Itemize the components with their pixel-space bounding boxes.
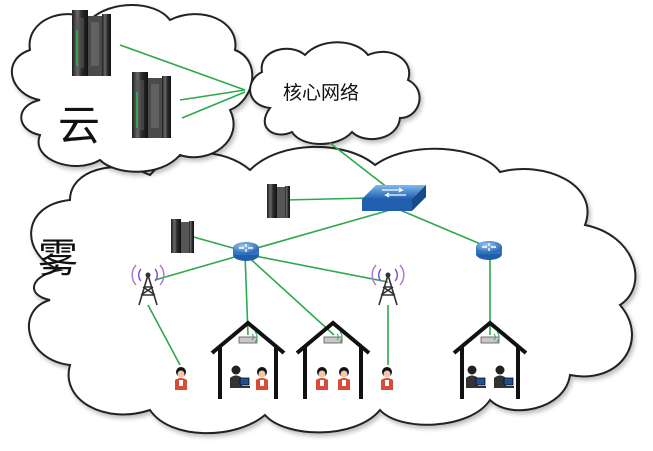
router-icon bbox=[232, 241, 260, 262]
server-icon bbox=[171, 219, 194, 253]
cloud-label: 云 bbox=[58, 101, 101, 150]
core-network-label: 核心网络 bbox=[283, 82, 360, 104]
network-links bbox=[119, 44, 491, 366]
fog-label: 雾 bbox=[38, 236, 78, 282]
switch-icon bbox=[362, 185, 426, 211]
core-network-cloud bbox=[249, 41, 421, 145]
server-icon bbox=[267, 184, 290, 218]
fog-cloud bbox=[27, 145, 637, 435]
router-icon bbox=[475, 240, 503, 261]
server-icon bbox=[71, 9, 112, 77]
server-icon bbox=[131, 71, 172, 139]
